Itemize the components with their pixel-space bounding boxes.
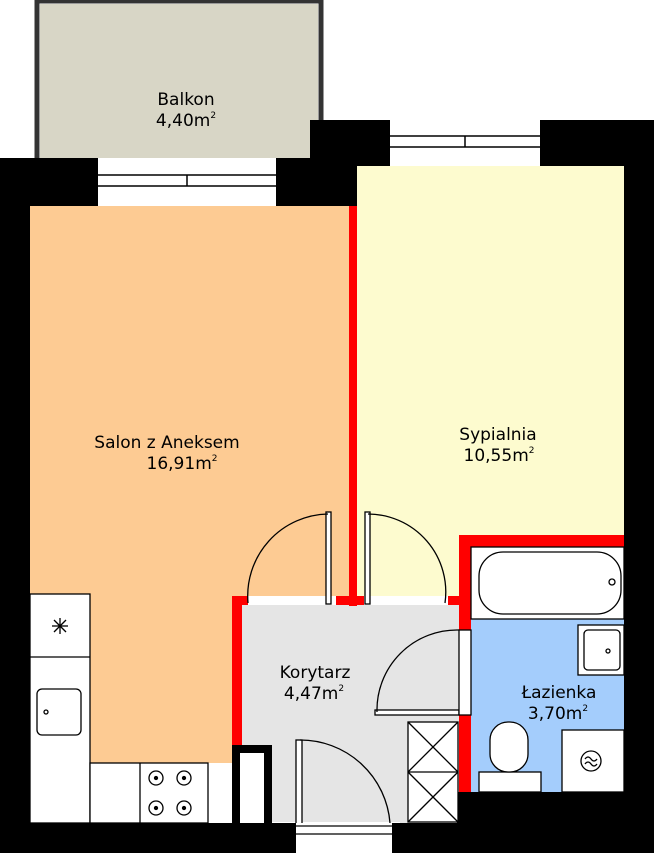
korytarz-area: 4,47m2 xyxy=(284,684,344,704)
korytarz-name: Korytarz xyxy=(280,663,351,683)
salon-area: 16,91m2 xyxy=(147,454,218,474)
lazienka-name: Łazienka xyxy=(521,683,597,703)
balkon-area: 4,40m2 xyxy=(156,111,216,131)
lazienka-area: 3,70m2 xyxy=(528,704,588,724)
balkon-floor xyxy=(40,4,318,158)
label-lazienka: Łazienka 3,70m2 xyxy=(521,683,597,724)
label-salon: Salon z Aneksem 16,91m2 xyxy=(94,433,239,474)
bathroom-sink-icon xyxy=(577,624,625,676)
salon-floor xyxy=(30,206,349,763)
sypialnia-area: 10,55m2 xyxy=(464,446,535,466)
label-balkon: Balkon 4,40m2 xyxy=(156,90,216,131)
door-salon xyxy=(247,511,332,605)
window-sypialnia xyxy=(390,124,540,162)
door-entrance xyxy=(295,739,392,853)
label-korytarz: Korytarz 4,47m2 xyxy=(280,663,351,704)
fridge-snowflake-icon xyxy=(52,618,68,634)
niche-inner xyxy=(240,753,264,823)
sypialnia-name: Sypialnia xyxy=(459,425,536,445)
kitchen-sink-icon xyxy=(36,688,82,736)
toilet-icon xyxy=(478,721,542,793)
sypialnia-floor xyxy=(357,166,624,596)
balkon-railing xyxy=(34,0,324,158)
door-lazienka xyxy=(374,629,472,716)
salon-name: Salon z Aneksem xyxy=(94,433,239,453)
balkon-name: Balkon xyxy=(157,90,214,110)
partition-walls xyxy=(232,206,624,792)
washing-machine-icon xyxy=(561,729,625,793)
wardrobe xyxy=(407,721,459,823)
bathtub-icon xyxy=(470,546,625,620)
label-sypialnia: Sypialnia 10,55m2 xyxy=(459,425,536,466)
stove-burners-icon xyxy=(148,770,192,816)
window-salon xyxy=(98,162,276,202)
door-sypialnia xyxy=(364,511,447,605)
